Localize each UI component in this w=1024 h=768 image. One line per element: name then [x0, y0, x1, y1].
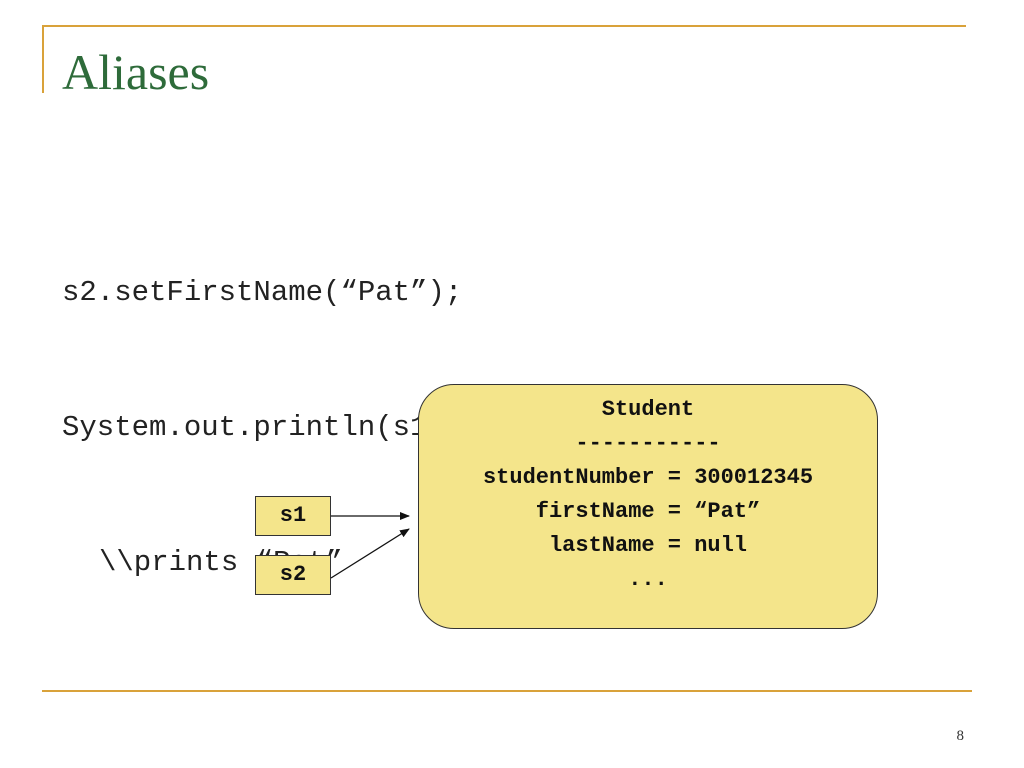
top-divider	[42, 25, 966, 27]
field-ellipsis: ...	[628, 567, 668, 592]
page-number: 8	[956, 728, 965, 744]
student-object-box: Student ----------- studentNumber = 3000…	[418, 384, 878, 629]
object-separator: -----------	[575, 431, 721, 456]
bottom-divider	[42, 690, 972, 692]
title-accent-bar	[42, 25, 44, 93]
field-first-name: firstName = “Pat”	[535, 499, 761, 524]
field-student-number: studentNumber = 300012345	[482, 465, 814, 490]
slide-title: Aliases	[62, 44, 210, 100]
object-class-name: Student	[601, 397, 695, 422]
reference-s2-box: s2	[255, 555, 331, 595]
code-line-1: s2.setFirstName(“Pat”);	[62, 276, 463, 309]
field-last-name: lastName = null	[548, 533, 748, 558]
reference-s1-box: s1	[255, 496, 331, 536]
